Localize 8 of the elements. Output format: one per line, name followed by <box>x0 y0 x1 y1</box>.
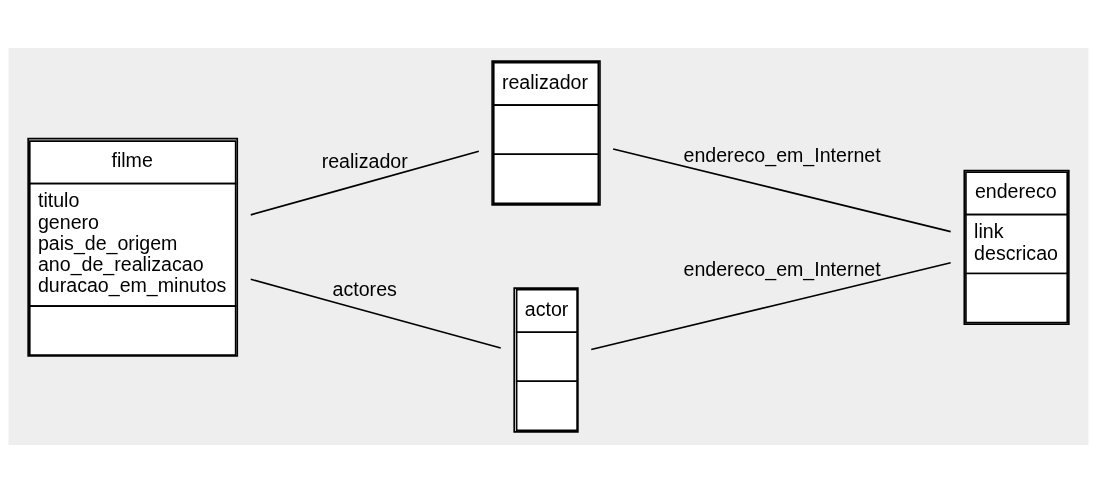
edge-label: endereco_em_Internet <box>683 143 881 166</box>
connector <box>249 149 480 216</box>
connector <box>612 147 952 232</box>
edge-label: actores <box>332 277 397 300</box>
connector <box>249 278 502 349</box>
edge-label: realizador <box>321 149 408 172</box>
edge-label: endereco_em_Internet <box>683 257 881 280</box>
connector <box>590 261 952 350</box>
